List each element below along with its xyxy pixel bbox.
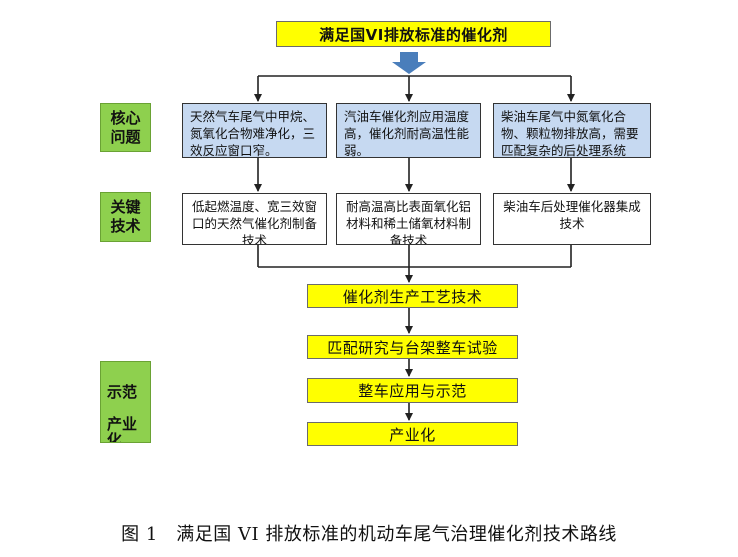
key-tech-gasoline: 耐高温高比表面氧化铝材料和稀土储氧材料制备技术 [336,193,481,245]
core-issue-natural-gas: 天然气车尾气中甲烷、氮氧化合物难净化，三效反应窗口窄。 [182,103,327,158]
core-issue-gasoline: 汽油车催化剂应用温度高，催化剂耐高温性能弱。 [336,103,481,158]
step-production-process: 催化剂生产工艺技术 [307,284,518,308]
key-tech-diesel: 柴油车后处理催化器集成技术 [493,193,651,245]
label-core-issue: 核心 问题 [100,103,151,152]
core-issue-diesel: 柴油车尾气中氮氧化合物、颗粒物排放高，需要匹配复杂的后处理系统 [493,103,651,158]
key-tech-natural-gas: 低起燃温度、宽三效窗口的天然气催化剂制备技术 [182,193,327,245]
big-down-arrow [392,52,426,74]
step-matching-bench-test: 匹配研究与台架整车试验 [307,335,518,359]
title-text: 满足国VI排放标准的催化剂 [319,25,508,44]
label-demo-industrialization: 示范 产业 化 [100,361,151,443]
title-box: 满足国VI排放标准的催化剂 [276,21,551,47]
step-industrialization: 产业化 [307,422,518,446]
label-key-tech: 关键 技术 [100,192,151,242]
step-vehicle-application-demo: 整车应用与示范 [307,378,518,403]
figure-caption: 图 1 满足国 VI 排放标准的机动车尾气治理催化剂技术路线 [121,524,617,545]
